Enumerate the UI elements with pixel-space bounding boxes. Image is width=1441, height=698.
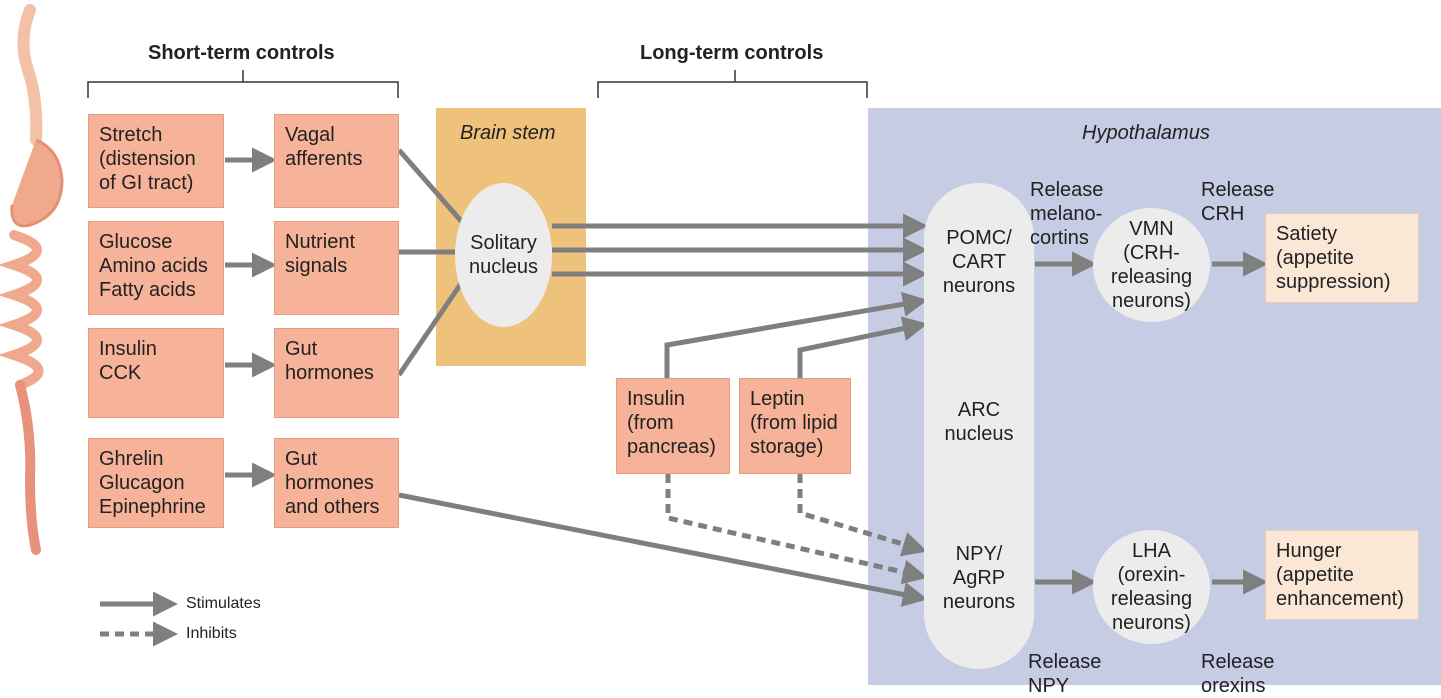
short-term-heading: Short-term controls xyxy=(148,42,335,64)
insulin-pancreas-box: Insulin (from pancreas) xyxy=(616,378,730,474)
legend-stimulates-label: Stimulates xyxy=(186,595,261,612)
arrow-insulin-pomc xyxy=(664,291,928,378)
solitary-nucleus: Solitary nucleus xyxy=(455,183,552,327)
line-vagal-solitary xyxy=(397,148,464,224)
insulin-cck-box: Insulin CCK xyxy=(88,328,224,418)
arc-pill xyxy=(924,183,1034,669)
digestive-tract-illustration xyxy=(0,4,64,555)
release-npy-label: Release NPY xyxy=(1028,651,1102,697)
gut-hormones-box: Gut hormones xyxy=(274,328,399,418)
brain-stem-label: Brain stem xyxy=(460,122,556,144)
ghrelin-box: Ghrelin Glucagon Epinephrine xyxy=(88,438,224,528)
arrow-insulin-npy-inhibit xyxy=(665,474,928,585)
stretch-box: Stretch (distension of GI tract) xyxy=(88,114,224,208)
arc-nucleus-label: ARC nucleus xyxy=(944,399,1014,445)
arrow-leptin-pomc xyxy=(797,316,928,378)
release-crh-label: Release CRH xyxy=(1201,179,1275,225)
leptin-box: Leptin (from lipid storage) xyxy=(739,378,851,474)
line-gut-solitary xyxy=(396,280,465,377)
hypothalamus-label: Hypothalamus xyxy=(1082,122,1210,144)
arrow-leptin-npy-inhibit xyxy=(797,474,928,557)
release-melanocortins-label: Release melano- cortins xyxy=(1030,179,1104,249)
legend-inhibits-label: Inhibits xyxy=(186,625,237,642)
lha-node: LHA (orexin- releasing neurons) xyxy=(1093,530,1210,644)
nutrients-box: Glucose Amino acids Fatty acids xyxy=(88,221,224,315)
vmn-node: VMN (CRH- releasing neurons) xyxy=(1093,208,1210,322)
hunger-box: Hunger (appetite enhancement) xyxy=(1265,530,1419,620)
satiety-box: Satiety (appetite suppression) xyxy=(1265,213,1419,303)
nutrient-signals-box: Nutrient signals xyxy=(274,221,399,315)
vagal-afferents-box: Vagal afferents xyxy=(274,114,399,208)
gut-hormones-others-box: Gut hormones and others xyxy=(274,438,399,528)
npy-agrp-neurons: NPY/ AgRP neurons xyxy=(942,543,1016,613)
arrow-gut-others-npy xyxy=(398,492,928,607)
pomc-cart-neurons: POMC/ CART neurons xyxy=(942,227,1016,297)
long-term-heading: Long-term controls xyxy=(640,42,824,64)
brackets xyxy=(87,70,868,98)
release-orexins-label: Release orexins xyxy=(1201,651,1275,697)
